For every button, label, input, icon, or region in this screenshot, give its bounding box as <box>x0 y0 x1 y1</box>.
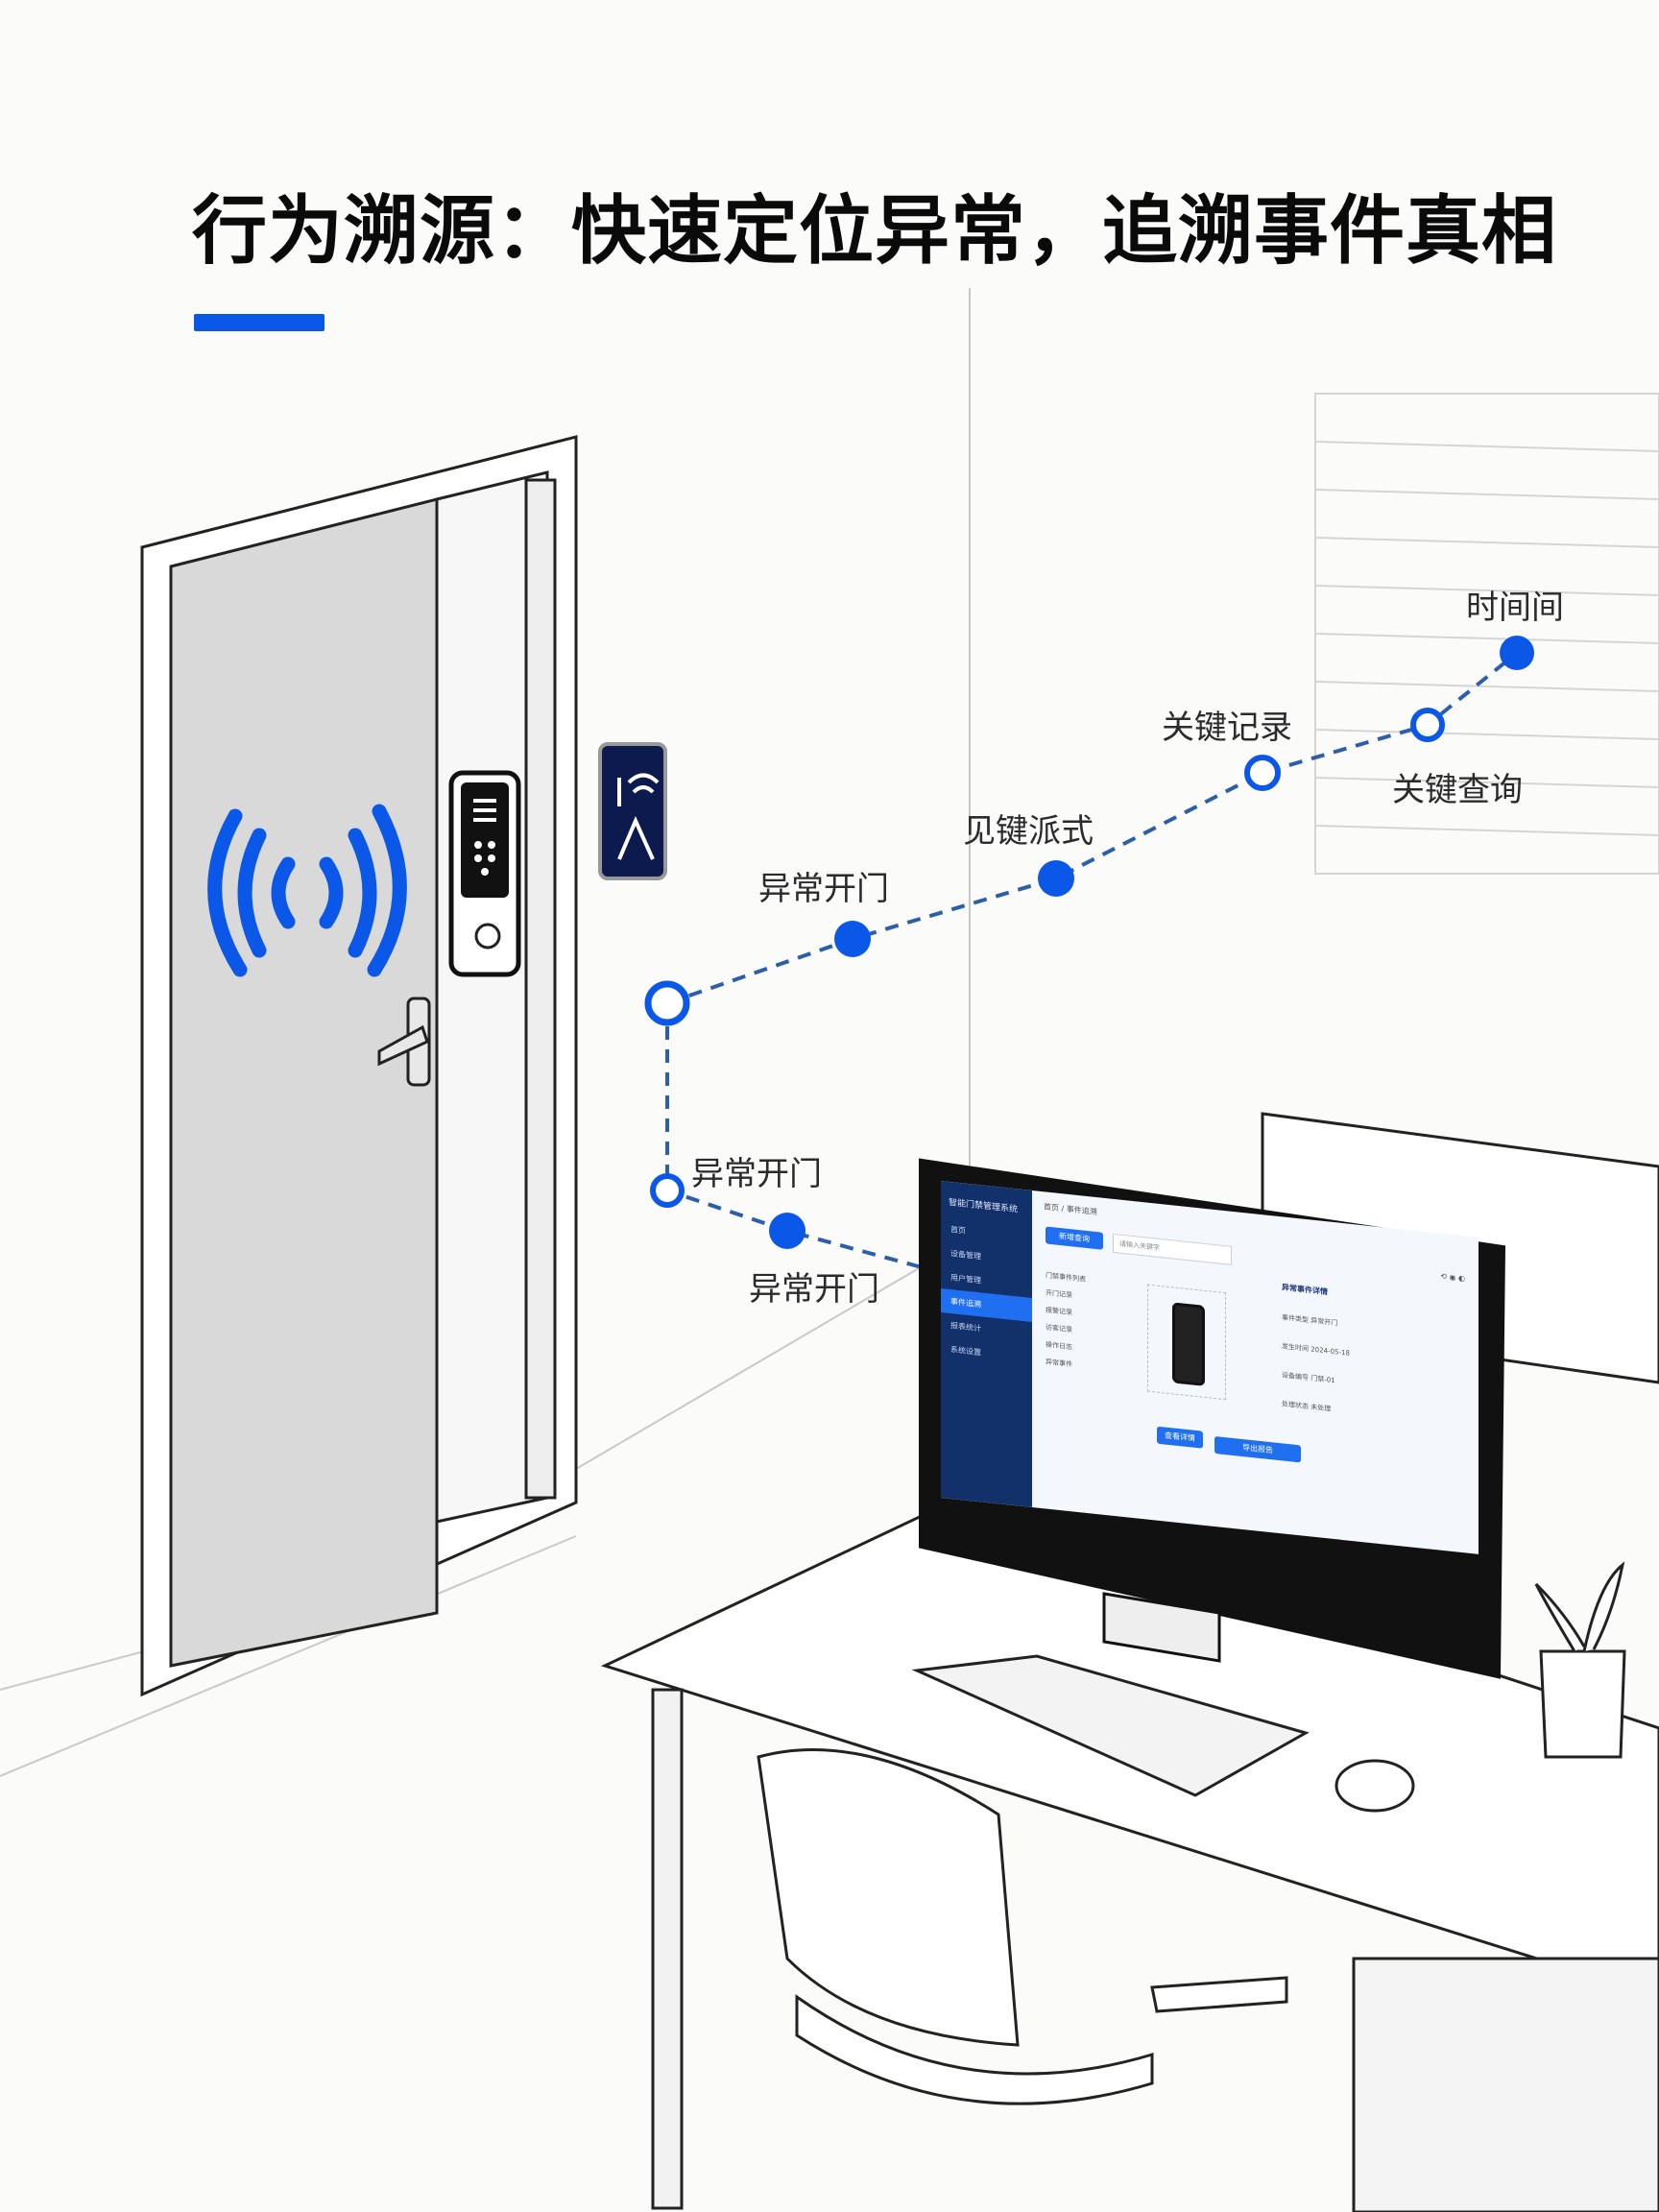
screen-list-item[interactable]: 异常事件 <box>1046 1358 1072 1369</box>
timeline-nodes <box>644 636 1534 1249</box>
timeline-node-hollow[interactable] <box>644 980 690 1026</box>
timeline-node-hollow[interactable] <box>1410 708 1445 742</box>
timeline-label: 时间间 <box>1466 589 1564 627</box>
wireless-access-sign <box>598 742 667 880</box>
mouse <box>1334 1759 1415 1813</box>
screen-view-button[interactable]: 查看详情 <box>1157 1426 1203 1449</box>
door <box>140 435 578 1697</box>
screen-detail-row: 处理状态 未处理 <box>1282 1400 1332 1413</box>
timeline-label: 异常开门 <box>691 1155 822 1193</box>
screen-sidebar: 智能门禁管理系统 首页 设备管理 用户管理 事件追溯 报表统计 系统设置 <box>941 1181 1032 1507</box>
timeline-node-hollow[interactable] <box>650 1173 685 1208</box>
timeline-label: 异常开门 <box>758 870 889 908</box>
timeline-label: 见键派式 <box>963 812 1094 851</box>
plant <box>1534 1561 1626 1759</box>
nfc-wireless-icon <box>207 804 407 977</box>
smart-keypad-lock <box>448 770 521 977</box>
screen-detail-title: 异常事件详情 <box>1282 1283 1328 1297</box>
window-blinds <box>1314 393 1659 875</box>
screen-event-list: 门禁事件列表 开门记录 报警记录 访客记录 操作日志 异常事件 <box>1046 1266 1086 1374</box>
screen-export-button[interactable]: 导出报告 <box>1214 1435 1301 1463</box>
timeline-path <box>665 651 1519 1269</box>
monitor-screen: 智能门禁管理系统 首页 设备管理 用户管理 事件追溯 报表统计 系统设置 首页 … <box>941 1181 1479 1554</box>
timeline-node-filled[interactable] <box>769 1213 805 1249</box>
door-handle <box>377 997 431 1087</box>
lock-device-icon <box>1172 1302 1205 1386</box>
timeline-node-filled[interactable] <box>834 921 871 957</box>
keyboard <box>911 1654 1310 1797</box>
screen-toolbar-icons[interactable]: ⟲ ◉ ◐ <box>1440 1271 1465 1284</box>
timeline-node-filled[interactable] <box>1500 636 1534 670</box>
timeline-node-hollow[interactable] <box>1244 755 1281 791</box>
title-accent-bar <box>194 314 325 331</box>
timeline-node-filled[interactable] <box>1038 860 1074 897</box>
screen-primary-button[interactable]: 新增查询 <box>1046 1226 1103 1250</box>
page-title: 行为溯源：快速定位异常，追溯事件真相 <box>192 188 1558 275</box>
office-chair <box>757 1748 1288 2105</box>
screen-detail-panel: 事件类型 异常开门 发生时间 2024-05-18 设备编号 门禁-01 处理状… <box>1282 1303 1350 1425</box>
timeline-label: 关键查询 <box>1392 771 1523 809</box>
screen-device-preview <box>1147 1284 1226 1401</box>
timeline-label: 异常开门 <box>749 1270 879 1309</box>
timeline-label: 关键记录 <box>1162 709 1292 747</box>
